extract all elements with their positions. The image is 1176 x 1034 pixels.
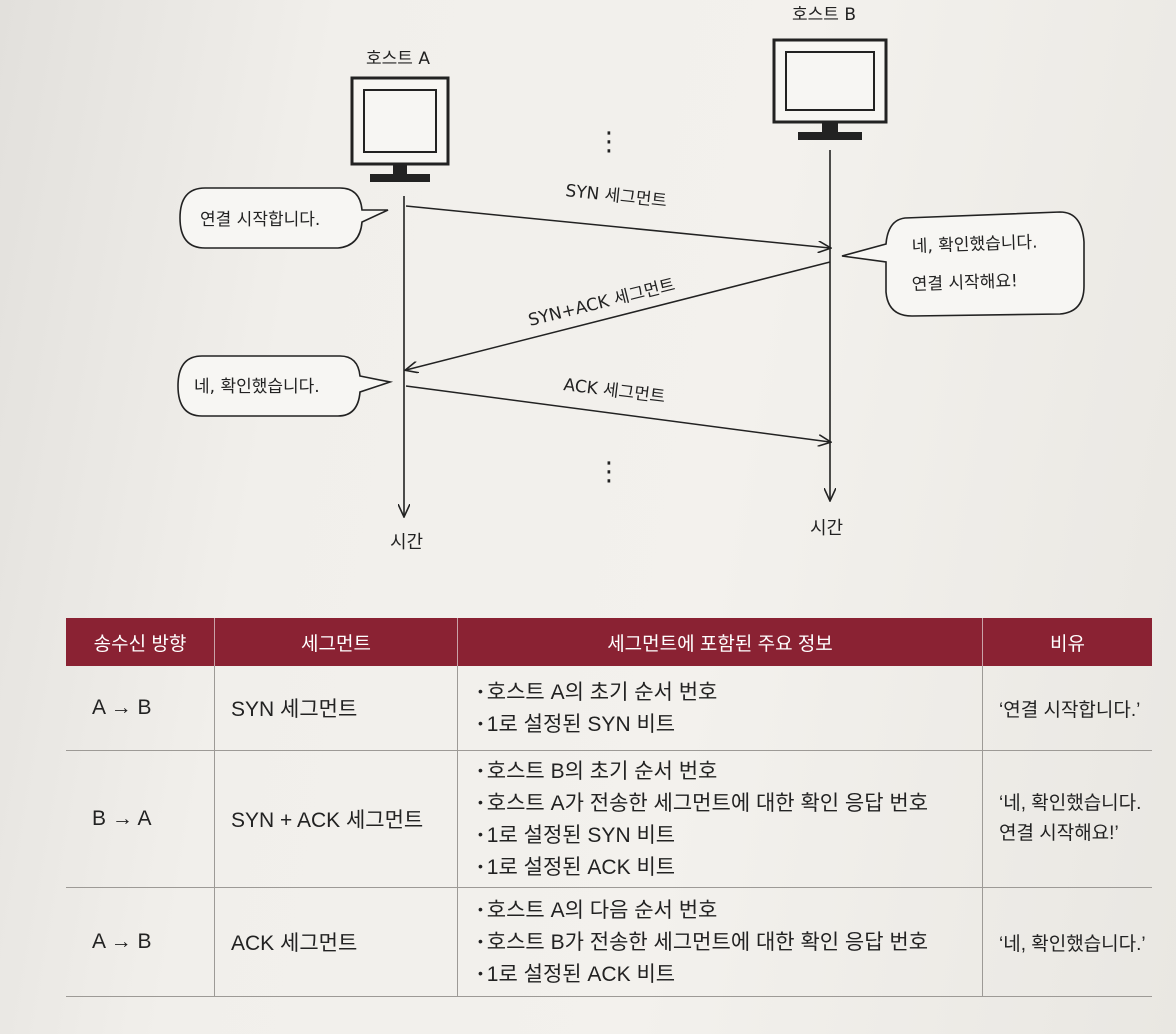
analogy-line: ‘네, 확인했습니다. — [999, 793, 1142, 814]
ack-arrow — [405, 385, 830, 442]
cell-segment: ACK 세그먼트 — [214, 887, 458, 997]
host-b-monitor-icon — [772, 38, 888, 140]
analogy-line: ‘네, 확인했습니다.’ — [999, 933, 1146, 955]
cell-info: 호스트 A의 다음 순서 번호 호스트 B가 전송한 세그먼트에 대한 확인 응… — [457, 887, 983, 997]
table-row: B → A SYN + ACK 세그먼트 호스트 B의 초기 순서 번호 호스트… — [66, 750, 1152, 888]
info-item: 1로 설정된 SYN 비트 — [478, 819, 982, 851]
cell-segment: SYN + ACK 세그먼트 — [214, 750, 458, 888]
speech-bubble-b-reply: 네, 확인했습니다. 연결 시작해요! — [841, 211, 1085, 317]
cell-analogy: ‘네, 확인했습니다. 연결 시작해요!’ — [982, 750, 1152, 888]
info-item: 호스트 B의 초기 순서 번호 — [478, 755, 982, 787]
bubble-a-start-text: 연결 시작합니다. — [200, 210, 320, 230]
info-item: 1로 설정된 ACK 비트 — [478, 958, 982, 990]
cell-analogy: ‘네, 확인했습니다.’ — [982, 887, 1152, 997]
tcp-handshake-diagram: 호스트 A 호스트 B 시간 시간 ⋮ ⋮ SYN 세그먼트 SYN+ACK 세… — [177, 5, 1085, 553]
table-header-row: 송수신 방향 세그먼트 세그먼트에 포함된 주요 정보 비유 — [66, 618, 1152, 666]
info-item: 호스트 A의 초기 순서 번호 — [478, 676, 982, 708]
speech-bubble-a-start: 연결 시작합니다. — [179, 187, 389, 249]
cell-segment: SYN 세그먼트 — [214, 666, 458, 751]
ellipsis-bottom: ⋮ — [596, 457, 622, 487]
info-item: 1로 설정된 SYN 비트 — [478, 708, 982, 740]
syn-arrow-label: SYN 세그먼트 — [564, 181, 667, 212]
analogy-line: 연결 시작해요!’ — [999, 823, 1119, 844]
speech-bubble-a-confirm: 네, 확인했습니다. — [177, 355, 394, 417]
cell-direction: A → B — [66, 887, 215, 997]
cell-direction: B → A — [66, 750, 215, 888]
info-item: 호스트 A가 전송한 세그먼트에 대한 확인 응답 번호 — [478, 787, 982, 819]
cell-analogy: ‘연결 시작합니다.’ — [982, 666, 1152, 751]
header-analogy: 비유 — [982, 618, 1152, 666]
bubble-a-confirm-text: 네, 확인했습니다. — [194, 377, 320, 397]
cell-info: 호스트 B의 초기 순서 번호 호스트 A가 전송한 세그먼트에 대한 확인 응… — [457, 750, 983, 888]
host-a-monitor-icon — [350, 76, 450, 182]
bubble-b-line2: 연결 시작해요! — [911, 271, 1018, 295]
table-row: A → B SYN 세그먼트 호스트 A의 초기 순서 번호 1로 설정된 SY… — [66, 666, 1152, 751]
info-item: 호스트 A의 다음 순서 번호 — [478, 894, 982, 926]
info-item: 1로 설정된 ACK 비트 — [478, 851, 982, 883]
time-label-b: 시간 — [810, 518, 843, 539]
syn-ack-arrow — [406, 261, 831, 370]
syn-ack-arrow-label: SYN+ACK 세그먼트 — [526, 275, 677, 331]
bubble-b-line1: 네, 확인했습니다. — [911, 233, 1037, 257]
handshake-summary-table: 송수신 방향 세그먼트 세그먼트에 포함된 주요 정보 비유 A → B SYN… — [66, 618, 1152, 997]
table-row: A → B ACK 세그먼트 호스트 A의 다음 순서 번호 호스트 B가 전송… — [66, 887, 1152, 997]
analogy-line: ‘연결 시작합니다.’ — [999, 699, 1141, 721]
time-label-a: 시간 — [390, 532, 423, 553]
host-b-label: 호스트 B — [792, 5, 856, 25]
host-a-label: 호스트 A — [366, 49, 430, 69]
header-info: 세그먼트에 포함된 주요 정보 — [457, 618, 983, 666]
ellipsis-top: ⋮ — [596, 127, 622, 157]
cell-direction: A → B — [66, 666, 215, 751]
syn-arrow — [405, 205, 830, 248]
cell-info: 호스트 A의 초기 순서 번호 1로 설정된 SYN 비트 — [457, 666, 983, 751]
info-item: 호스트 B가 전송한 세그먼트에 대한 확인 응답 번호 — [478, 926, 982, 958]
header-direction: 송수신 방향 — [66, 618, 215, 666]
ack-arrow-label: ACK 세그먼트 — [562, 375, 666, 407]
header-segment: 세그먼트 — [214, 618, 458, 666]
